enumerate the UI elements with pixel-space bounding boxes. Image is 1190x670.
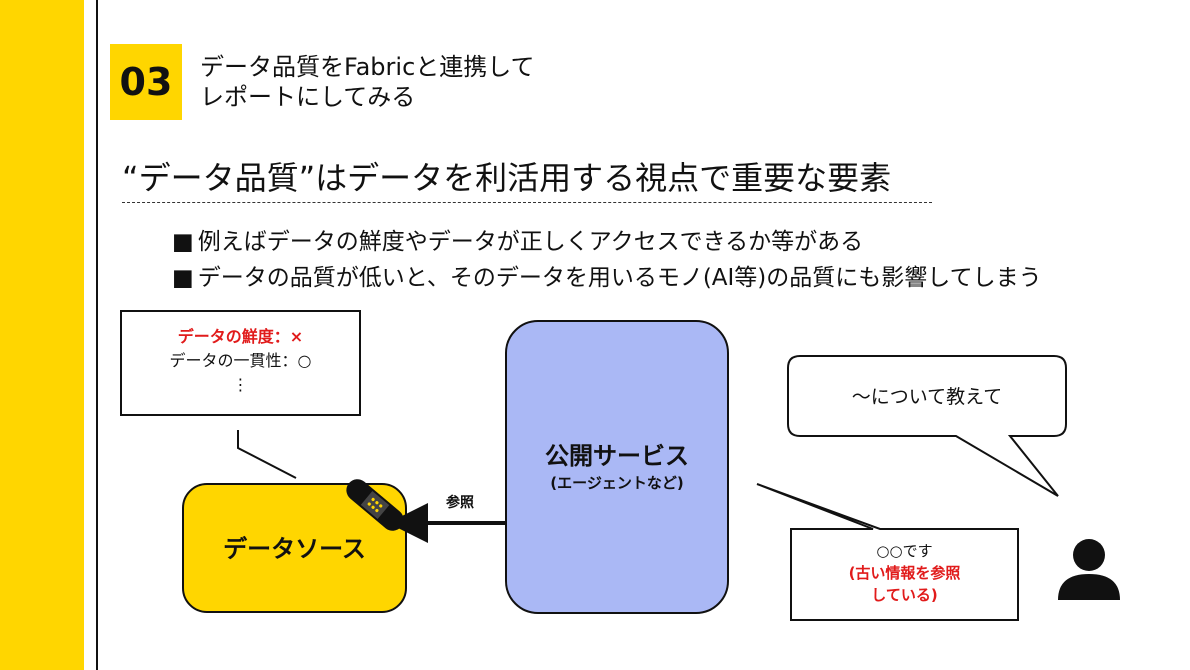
bullet-mark: ■ [172,265,194,291]
section-title-line1: データ品質をFabricと連携して [200,53,535,81]
answer-text: ○○です [876,542,933,560]
quality-freshness-label: データの鮮度：× [177,327,304,346]
vertical-divider [96,0,98,670]
user-icon [1058,539,1120,600]
public-service-label: 公開サービス [545,442,689,470]
data-source-label: データソース [223,535,366,563]
section-title-line2: レポートにしてみる [200,83,416,111]
user-question-text: 〜について教えて [851,386,1003,408]
slide-headline: “データ品質”はデータを利活用する視点で重要な要素 [122,156,932,203]
bullet-mark: ■ [172,229,194,255]
bullet-item: ■ データの品質が低いと、そのデータを用いるモノ(AI等)の品質にも影響してしま… [172,260,1042,296]
bullet-item: ■ 例えばデータの鮮度やデータが正しくアクセスできるか等がある [172,224,1042,260]
bullet-text: データの品質が低いと、そのデータを用いるモノ(AI等)の品質にも影響してしまう [197,265,1042,291]
quality-callout-box [120,310,361,416]
quality-ellipsis: ⋮ [232,375,249,394]
data-source-box [182,483,407,613]
public-service-sublabel: (エージェントなど) [550,474,684,492]
accent-sidebar [0,0,84,670]
section-number-badge: 03 [110,44,182,120]
answer-note-line1: (古い情報を参照 [848,564,961,582]
reference-label: 参照 [446,495,474,511]
bullet-text: 例えばデータの鮮度やデータが正しくアクセスできるか等がある [197,229,864,255]
answer-note-line2: している) [871,586,938,604]
quality-consistency-label: データの一貫性：○ [169,351,312,370]
callout-pointer [237,430,297,479]
bullet-list: ■ 例えばデータの鮮度やデータが正しくアクセスできるか等がある ■ データの品質… [172,224,1042,296]
section-title: データ品質をFabricと連携して レポートにしてみる [200,52,535,112]
user-speech-bubble [787,355,1067,497]
answer-bubble [756,483,1019,621]
public-service-box [505,320,729,614]
